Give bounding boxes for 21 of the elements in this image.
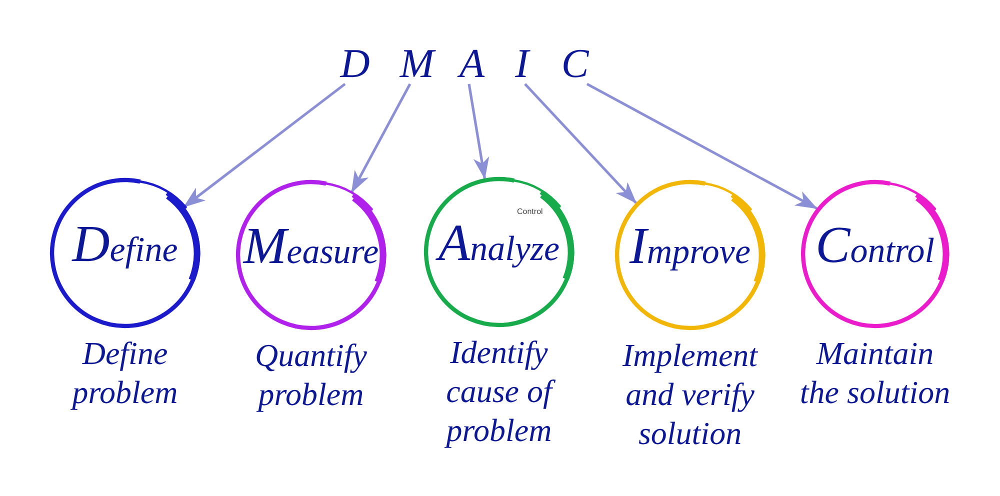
stage-description: Define problem <box>70 334 179 412</box>
stage-description: Maintain the solution <box>798 334 952 412</box>
acronym-letter: A <box>459 43 485 84</box>
stage-title: Improve <box>630 220 750 272</box>
stage-title: Measure <box>243 220 379 272</box>
arrow <box>524 83 637 204</box>
arrow <box>350 83 412 193</box>
acronym-letter: D <box>340 43 370 84</box>
stage-description: Quantify problem <box>254 336 368 414</box>
acronym-letter: I <box>515 43 529 84</box>
acronym-letter: C <box>561 43 589 84</box>
arrow <box>586 82 818 210</box>
arrow <box>183 82 346 208</box>
stage-title: Define <box>72 218 178 270</box>
stage-title: Analyze <box>438 218 560 270</box>
stage-title: Control <box>816 220 934 272</box>
arrow <box>468 84 490 180</box>
small-text: Control <box>517 208 543 216</box>
stage-description: Implement and verify solution <box>621 336 760 453</box>
acronym-letter: M <box>400 43 434 84</box>
stage-description: Identify cause of problem <box>429 333 569 450</box>
